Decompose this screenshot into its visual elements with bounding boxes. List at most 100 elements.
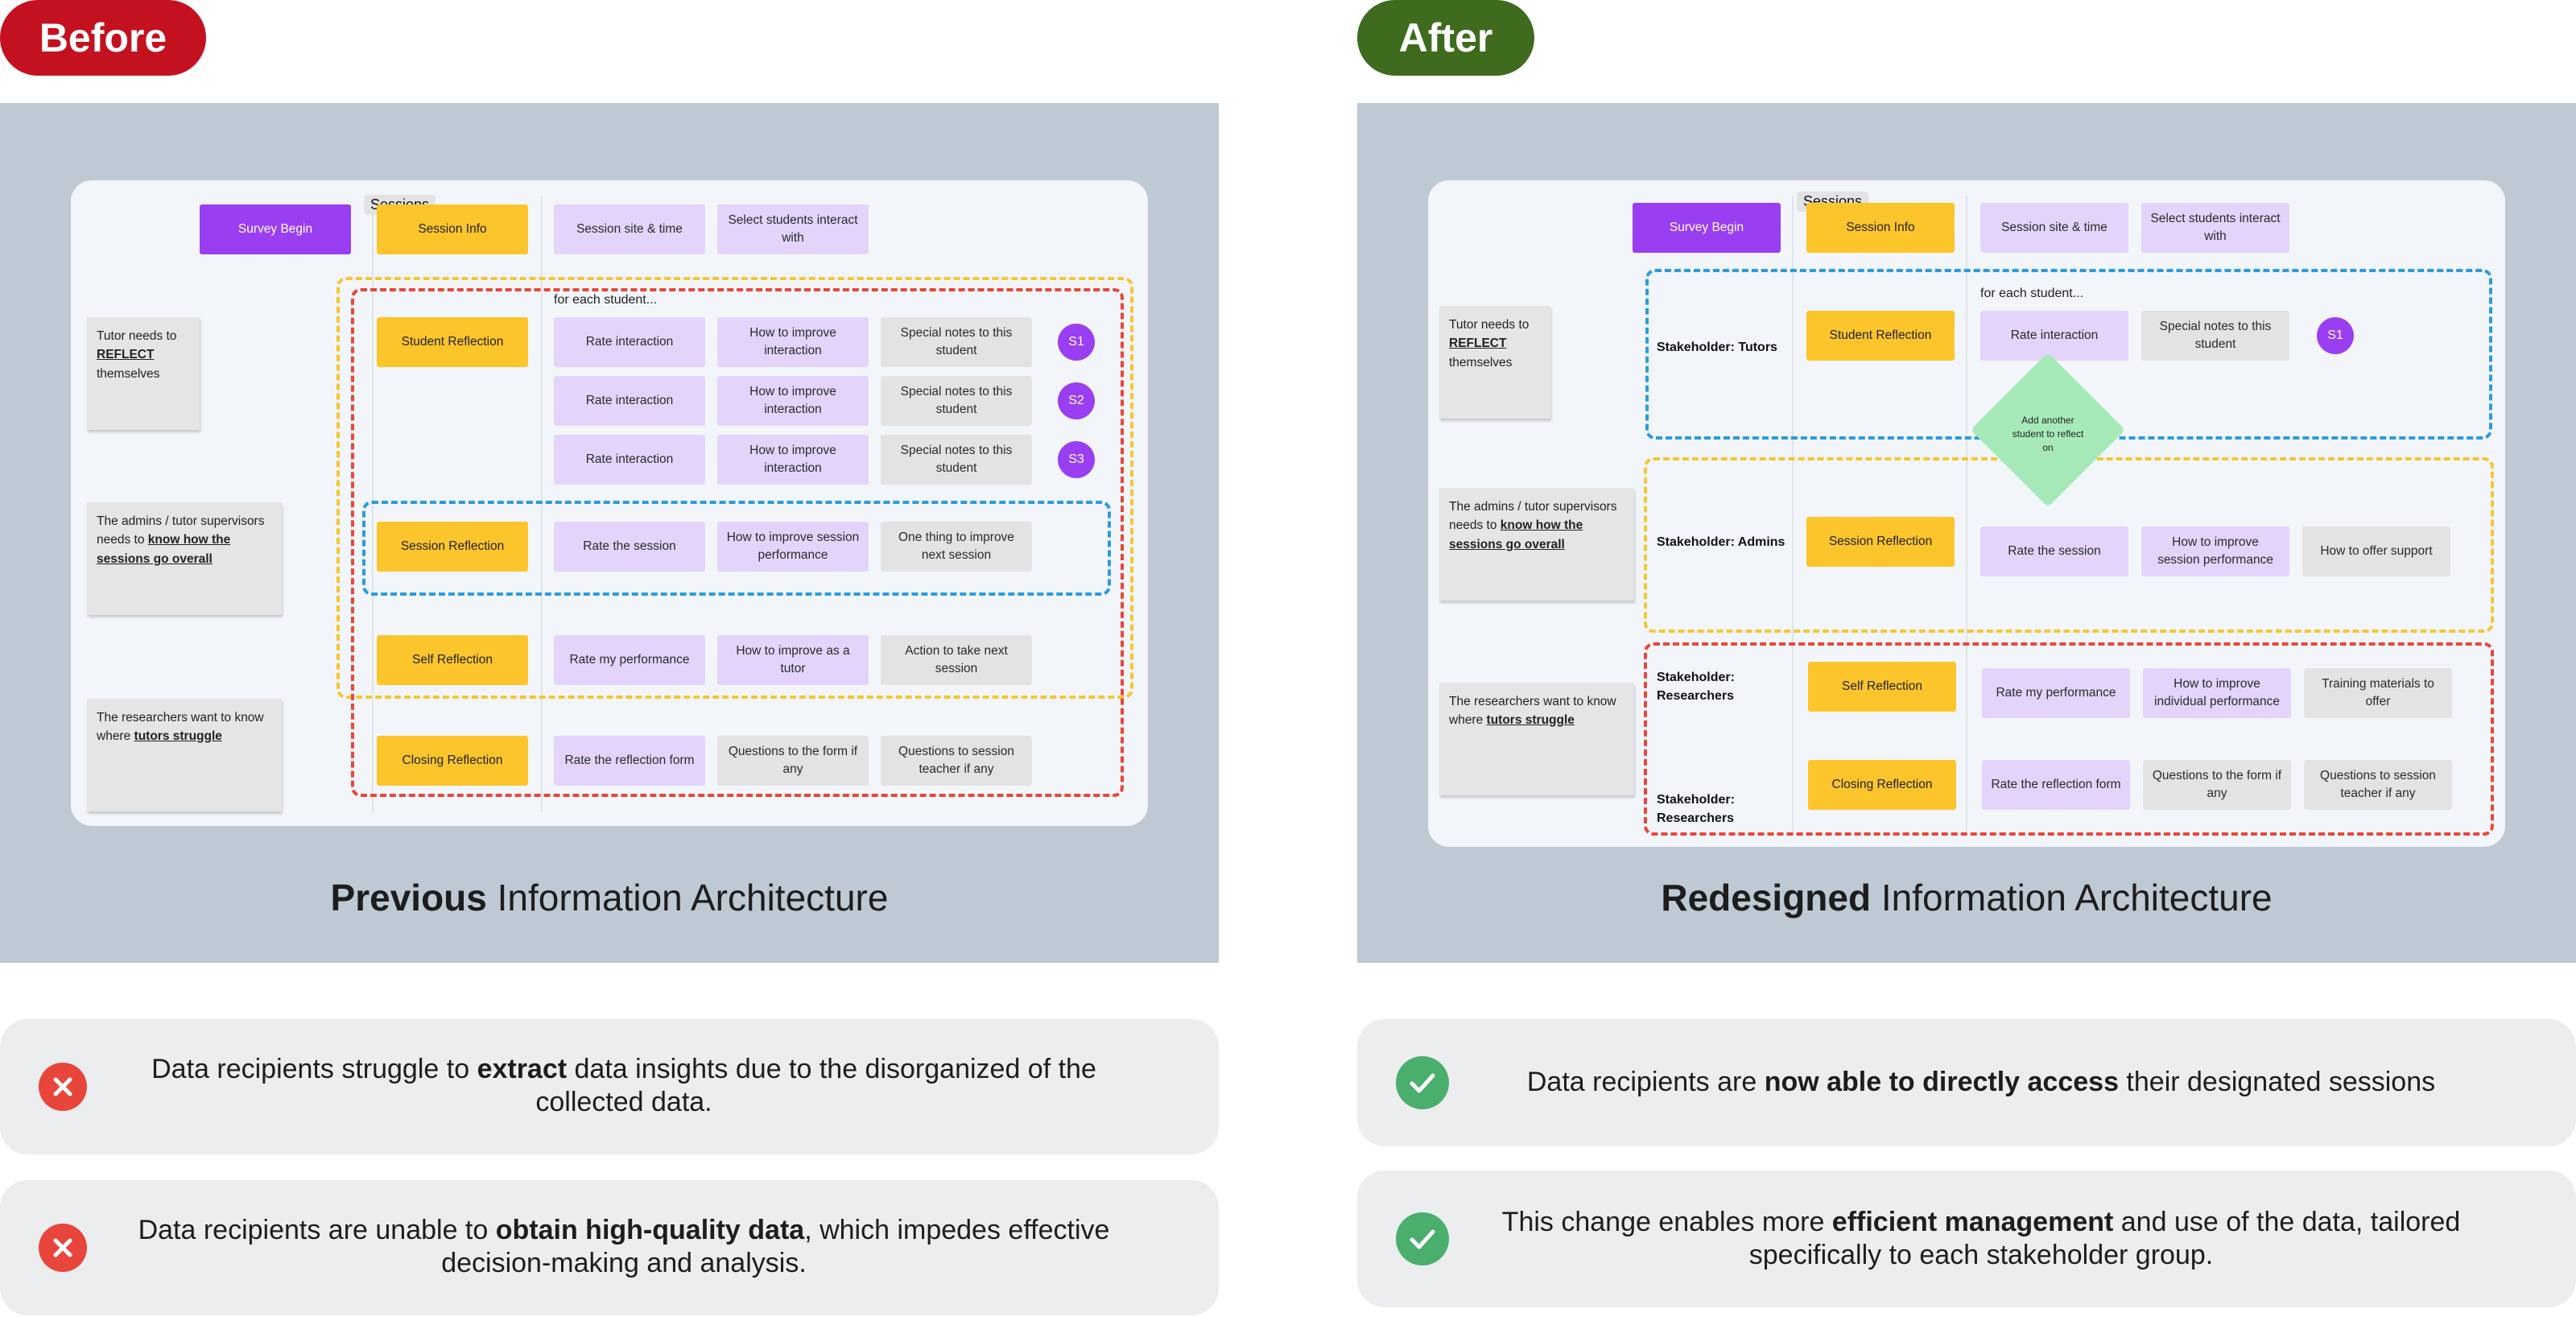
improve-tutor-node: How to improve as a tutor bbox=[717, 635, 869, 685]
note-text: The admins / tutor supervisors needs to bbox=[1449, 500, 1617, 533]
sessions-column-line bbox=[1966, 196, 1967, 832]
point-emphasis: obtain high-quality data bbox=[495, 1215, 805, 1245]
special-notes-node: Special notes to this student bbox=[881, 376, 1032, 426]
training-materials-node: Training materials to offer bbox=[2304, 668, 2452, 718]
blue-dashed-group bbox=[362, 501, 1111, 596]
note-text: The researchers want to know where bbox=[97, 711, 264, 744]
closing-reflection-node: Closing Reflection bbox=[1808, 760, 1956, 810]
after-caption: Redesigned Information Architecture bbox=[1357, 876, 2576, 919]
before-label: Before bbox=[0, 0, 206, 76]
point-text: data insights due to the disorganized of… bbox=[535, 1054, 1096, 1118]
questions-teacher-node: Questions to session teacher if any bbox=[2304, 760, 2452, 810]
rate-interaction-node: Rate interaction bbox=[1980, 311, 2128, 361]
caption-emphasis: Previous bbox=[330, 877, 487, 919]
researchers-dashed-group bbox=[1644, 642, 2494, 836]
survey-begin-node: Survey Begin bbox=[1633, 203, 1781, 253]
sessions-column-line bbox=[541, 196, 543, 812]
rate-session-node: Rate the session bbox=[554, 522, 705, 572]
yellow-dashed-group bbox=[336, 277, 1133, 699]
after-point-card: This change enables more efficient manag… bbox=[1357, 1170, 2576, 1307]
rate-interaction-node: Rate interaction bbox=[554, 435, 705, 485]
point-text: Data recipients struggle to bbox=[151, 1054, 477, 1084]
improve-individual-node: How to improve individual performance bbox=[2143, 668, 2291, 718]
note-emphasis: know how the sessions go overall bbox=[1449, 518, 1583, 551]
red-dashed-group bbox=[351, 288, 1124, 797]
note-emphasis: tutors struggle bbox=[134, 729, 222, 744]
select-students-node: Select students interact with bbox=[717, 204, 869, 254]
improve-session-node: How to improve session performance bbox=[2141, 526, 2289, 576]
before-board: Sessions Survey Begin Session Info Sessi… bbox=[71, 180, 1148, 826]
note-text: themselves bbox=[97, 366, 160, 381]
after-panel: Sessions Survey Begin Session Info Sessi… bbox=[1357, 103, 2576, 963]
caption-emphasis: Redesigned bbox=[1661, 877, 1872, 919]
special-notes-node: Special notes to this student bbox=[881, 317, 1032, 367]
questions-form-node: Questions to the form if any bbox=[717, 736, 869, 786]
note-text: themselves bbox=[1449, 355, 1513, 370]
admins-note: The admins / tutor supervisors needs to … bbox=[1439, 488, 1634, 601]
session-site-time-node: Session site & time bbox=[554, 204, 705, 254]
session-reflection-node: Session Reflection bbox=[1806, 517, 1955, 567]
stakeholder-admins-label: Stakeholder: Admins bbox=[1657, 535, 1785, 549]
one-thing-improve-node: One thing to improve next session bbox=[881, 522, 1032, 572]
before-point-card: Data recipients struggle to extract data… bbox=[0, 1019, 1219, 1154]
student-badge: S3 bbox=[1058, 441, 1095, 478]
before-panel: Sessions Survey Begin Session Info Sessi… bbox=[0, 103, 1219, 963]
note-text: The researchers want to know where bbox=[1449, 695, 1616, 728]
special-notes-node: Special notes to this student bbox=[2141, 311, 2289, 361]
rate-interaction-node: Rate interaction bbox=[554, 317, 705, 367]
check-circle-icon bbox=[1396, 1212, 1449, 1265]
student-badge: S2 bbox=[1058, 382, 1095, 419]
note-emphasis: REFLECT bbox=[97, 348, 155, 362]
note-text: Tutor needs to bbox=[97, 329, 177, 343]
student-reflection-node: Student Reflection bbox=[377, 317, 528, 367]
improve-interaction-node: How to improve interaction bbox=[717, 317, 869, 367]
note-emphasis: tutors struggle bbox=[1486, 713, 1575, 728]
stakeholder-researchers-label: Stakeholder: Researchers bbox=[1657, 793, 1735, 826]
student-badge: S1 bbox=[2317, 317, 2354, 354]
rate-interaction-node: Rate interaction bbox=[554, 376, 705, 426]
note-emphasis: REFLECT bbox=[1449, 336, 1507, 351]
point-emphasis: efficient management bbox=[1831, 1207, 2114, 1237]
researchers-note: The researchers want to know where tutor… bbox=[1439, 683, 1634, 795]
self-reflection-node: Self Reflection bbox=[1808, 662, 1956, 712]
stakeholder-tutors-label: Stakeholder: Tutors bbox=[1657, 341, 1777, 354]
special-notes-node: Special notes to this student bbox=[881, 435, 1032, 485]
point-text: Data recipients are bbox=[1526, 1067, 1765, 1097]
rate-form-node: Rate the reflection form bbox=[1982, 760, 2130, 810]
select-students-node: Select students interact with bbox=[2141, 203, 2289, 253]
improve-interaction-node: How to improve interaction bbox=[717, 435, 869, 485]
questions-teacher-node: Questions to session teacher if any bbox=[881, 736, 1032, 786]
before-caption: Previous Information Architecture bbox=[0, 876, 1219, 919]
after-point-text: This change enables more efficient manag… bbox=[1486, 1206, 2476, 1273]
point-text: Data recipients are unable to bbox=[138, 1215, 496, 1245]
tutor-note: Tutor needs to REFLECT themselves bbox=[87, 317, 200, 430]
rate-performance-node: Rate my performance bbox=[554, 635, 705, 685]
before-point-text: Data recipients struggle to extract data… bbox=[129, 1053, 1119, 1120]
after-board: Sessions Survey Begin Session Info Sessi… bbox=[1428, 180, 2505, 847]
improve-interaction-node: How to improve interaction bbox=[717, 376, 869, 426]
survey-begin-node: Survey Begin bbox=[200, 204, 351, 254]
for-each-student-label: for each student... bbox=[554, 293, 658, 307]
session-reflection-node: Session Reflection bbox=[377, 522, 528, 572]
note-text: The admins / tutor supervisors needs to bbox=[97, 514, 265, 547]
action-next-session-node: Action to take next session bbox=[881, 635, 1032, 685]
caption-text: Information Architecture bbox=[1871, 877, 2273, 919]
before-point-card: Data recipients are unable to obtain hig… bbox=[0, 1180, 1219, 1315]
rate-performance-node: Rate my performance bbox=[1982, 668, 2130, 718]
offer-support-node: How to offer support bbox=[2302, 526, 2450, 576]
tutor-note: Tutor needs to REFLECT themselves bbox=[1439, 306, 1550, 419]
session-info-node: Session Info bbox=[377, 204, 528, 254]
point-text: This change enables more bbox=[1501, 1207, 1832, 1237]
rate-session-node: Rate the session bbox=[1980, 526, 2128, 576]
rate-form-node: Rate the reflection form bbox=[554, 736, 705, 786]
point-emphasis: now able to directly access bbox=[1764, 1067, 2119, 1097]
check-circle-icon bbox=[1396, 1056, 1449, 1109]
note-emphasis: know how the sessions go overall bbox=[97, 533, 231, 566]
point-emphasis: extract bbox=[477, 1054, 568, 1084]
before-point-text: Data recipients are unable to obtain hig… bbox=[129, 1214, 1119, 1281]
closing-reflection-node: Closing Reflection bbox=[377, 736, 528, 786]
after-label: After bbox=[1357, 0, 1534, 76]
x-circle-icon bbox=[39, 1224, 87, 1272]
point-text: , which impedes effective decision-makin… bbox=[441, 1215, 1110, 1279]
